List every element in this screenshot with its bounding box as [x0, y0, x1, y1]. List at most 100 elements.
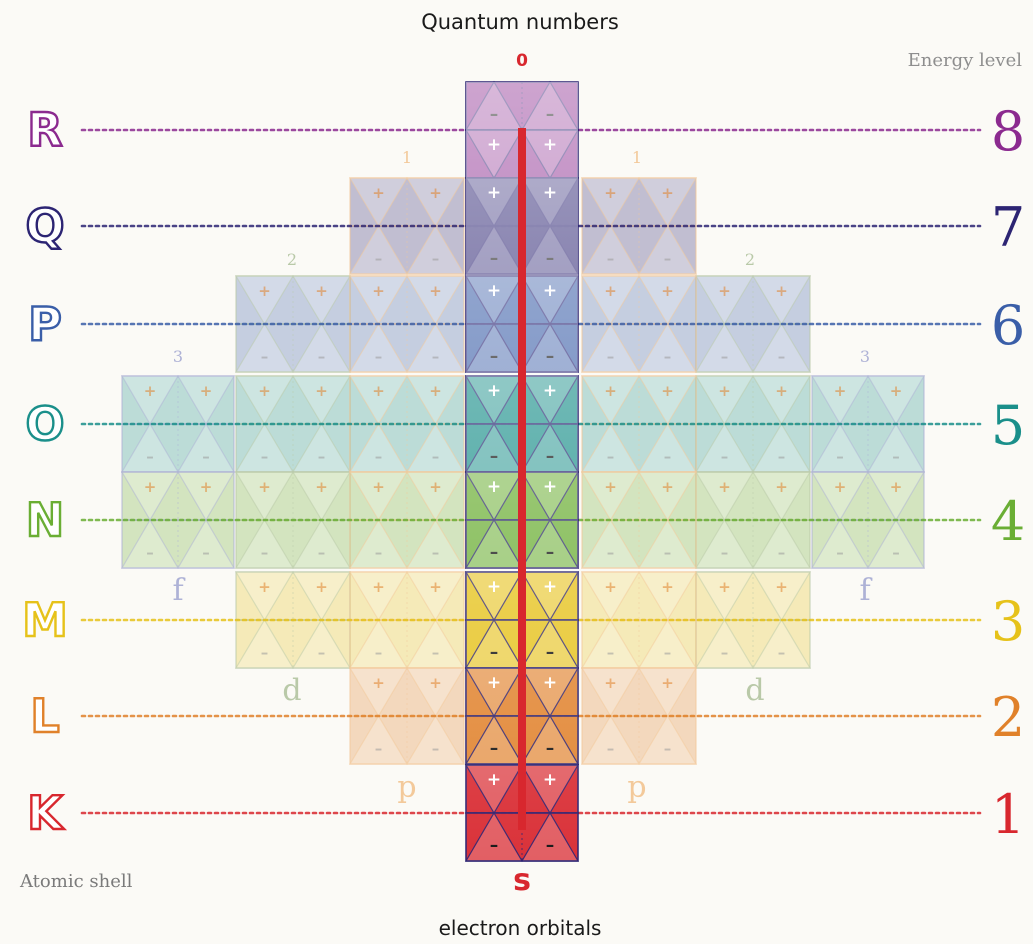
shell-letter-r: R: [27, 103, 62, 157]
plus-sign: +: [429, 282, 442, 300]
plus-sign: +: [372, 578, 385, 596]
plus-sign: +: [200, 478, 213, 496]
orbital-cell-p: ––: [348, 224, 466, 275]
plus-sign: +: [834, 382, 847, 400]
orbital-cell-f: ––: [120, 518, 236, 569]
minus-sign: –: [607, 739, 615, 757]
p-quantum-number-right: 1: [632, 148, 642, 167]
minus-sign: –: [721, 447, 729, 465]
orbital-cell-p: ––: [348, 322, 466, 373]
minus-sign: –: [721, 643, 729, 661]
shell-letter-k: K: [27, 786, 65, 840]
minus-sign: –: [836, 543, 844, 561]
plus-sign: +: [718, 382, 731, 400]
plus-sign: +: [661, 184, 674, 202]
plus-sign: +: [429, 478, 442, 496]
orbital-cell-f: ++: [120, 375, 236, 426]
shell-row-m: M 3: [21, 590, 1025, 653]
shell-row-n: N 4: [25, 490, 1026, 553]
plus-sign: +: [718, 478, 731, 496]
orbital-cell-p: ++: [348, 571, 466, 622]
plus-sign: +: [429, 674, 442, 692]
minus-sign: –: [261, 347, 269, 365]
orbital-cell-p: ––: [580, 422, 698, 473]
plus-sign: +: [144, 478, 157, 496]
minus-sign: –: [664, 249, 672, 267]
orbital-cell-p: ++: [348, 667, 466, 718]
shell-row-q: Q 7: [24, 196, 1025, 259]
orbital-cell-p: ––: [348, 422, 466, 473]
orbital-cell-p: ––: [580, 518, 698, 569]
orbital-cell-p: ++: [348, 471, 466, 522]
plus-sign: +: [890, 382, 903, 400]
minus-sign: –: [607, 543, 615, 561]
d-quantum-number-right: 2: [745, 250, 755, 269]
minus-sign: –: [664, 543, 672, 561]
plus-sign: +: [144, 382, 157, 400]
p-quantum-number-left: 1: [402, 148, 412, 167]
orbital-cell-d: ++: [234, 275, 352, 326]
minus-sign: –: [778, 543, 786, 561]
orbital-cell-p: ––: [348, 518, 466, 569]
plus-sign: +: [661, 382, 674, 400]
orbital-cell-p: ––: [580, 224, 698, 275]
orbital-cell-f: ++: [120, 471, 236, 522]
minus-sign: –: [375, 739, 383, 757]
minus-sign: –: [432, 347, 440, 365]
f-orbital-label-right: f: [859, 573, 872, 608]
orbital-cell-d: ++: [694, 471, 812, 522]
orbital-cell-p: ––: [348, 714, 466, 765]
f-orbital-label-left: f: [172, 573, 185, 608]
orbital-cell-f: ++: [810, 471, 926, 522]
orbital-cell-d: ++: [234, 571, 352, 622]
orbital-cell-d: ++: [694, 571, 812, 622]
d-orbital-label-left: d: [282, 673, 301, 708]
plus-sign: +: [372, 282, 385, 300]
atomic-shell-label: Atomic shell: [19, 871, 133, 892]
plus-sign: +: [429, 382, 442, 400]
orbital-cell-p: ++: [348, 275, 466, 326]
plus-sign: +: [604, 478, 617, 496]
plus-sign: +: [429, 184, 442, 202]
energy-level-3: 3: [991, 590, 1025, 653]
minus-sign: –: [261, 447, 269, 465]
shell-row-l: L 2: [29, 686, 1025, 749]
plus-sign: +: [718, 578, 731, 596]
electron-orbitals-label: electron orbitals: [439, 916, 602, 940]
plus-sign: +: [604, 382, 617, 400]
minus-sign: –: [202, 543, 210, 561]
shell-letter-l: L: [30, 689, 59, 743]
s-orbital-column: ––++++––++––++––++––++––++––++––: [464, 80, 580, 862]
plus-sign: +: [315, 478, 328, 496]
orbital-blocks: ++––++––++––++––++––++––++––++––++––++––…: [120, 177, 926, 765]
orbital-cell-d: ––: [694, 322, 812, 373]
minus-sign: –: [432, 447, 440, 465]
minus-sign: –: [202, 447, 210, 465]
minus-sign: –: [721, 543, 729, 561]
orbital-cell-p: ++: [580, 471, 698, 522]
shell-row-p: P 6: [27, 294, 1025, 357]
orbital-cell-p: ––: [580, 618, 698, 669]
minus-sign: –: [664, 643, 672, 661]
orbital-cell-d: ––: [234, 322, 352, 373]
energy-level-6: 6: [991, 294, 1025, 357]
minus-sign: –: [375, 249, 383, 267]
energy-level-label: Energy level: [908, 50, 1023, 71]
s-quantum-number: 0: [516, 51, 528, 71]
f-quantum-number-right: 3: [860, 347, 870, 366]
minus-sign: –: [146, 543, 154, 561]
plus-sign: +: [604, 184, 617, 202]
minus-sign: –: [261, 643, 269, 661]
orbital-cell-p: ++: [348, 177, 466, 228]
plus-sign: +: [775, 382, 788, 400]
minus-sign: –: [146, 447, 154, 465]
f-quantum-number-left: 3: [173, 347, 183, 366]
orbital-cell-f: ––: [810, 518, 926, 569]
plus-sign: +: [315, 578, 328, 596]
orbital-cell-f: ––: [810, 422, 926, 473]
plus-sign: +: [604, 282, 617, 300]
minus-sign: –: [778, 447, 786, 465]
d-orbital-label-right: d: [745, 673, 764, 708]
plus-sign: +: [834, 478, 847, 496]
plus-sign: +: [661, 282, 674, 300]
